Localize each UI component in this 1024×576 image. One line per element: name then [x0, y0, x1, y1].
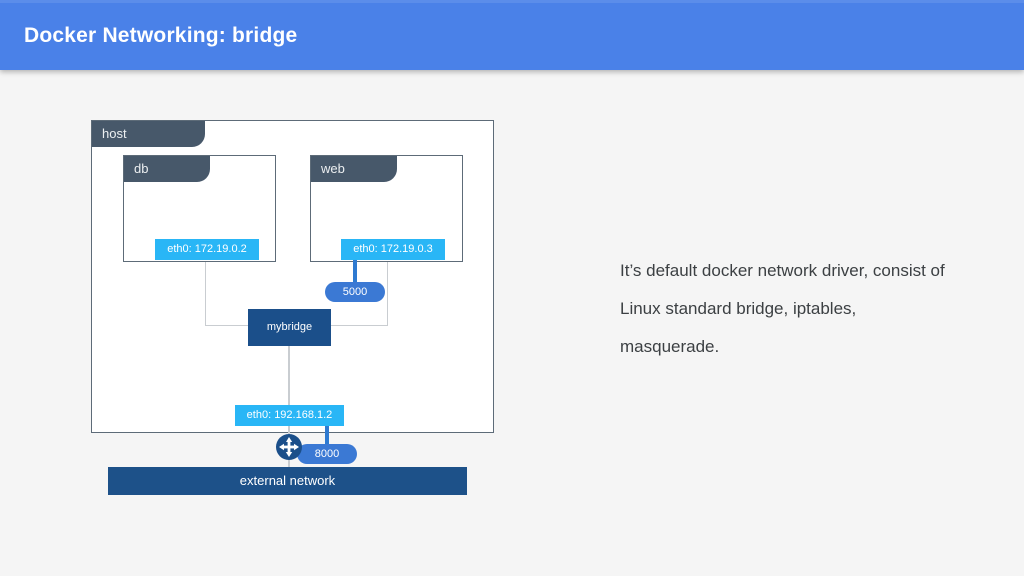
container-label-web: web — [311, 156, 397, 182]
network-diagram: host db web eth0: 172.19.0.2 eth0: 172.1… — [0, 70, 560, 576]
port-badge-8000: 8000 — [297, 444, 357, 464]
wire-port-8000 — [325, 422, 329, 447]
page-title: Docker Networking: bridge — [24, 24, 298, 47]
external-network-bar: external network — [108, 467, 467, 495]
wire-port-5000 — [353, 260, 357, 285]
wire-bridge-to-router — [288, 345, 290, 425]
container-label-db: db — [124, 156, 210, 182]
wire-web-horizontal — [331, 325, 388, 326]
router-arrows-icon — [275, 433, 303, 461]
description-text: It’s default docker network driver, cons… — [620, 261, 945, 356]
interface-chip-db: eth0: 172.19.0.2 — [155, 239, 259, 260]
port-badge-5000: 5000 — [325, 282, 385, 302]
interface-chip-web: eth0: 172.19.0.3 — [341, 239, 445, 260]
interface-chip-host: eth0: 192.168.1.2 — [235, 405, 344, 426]
container-box-web: web — [310, 155, 463, 262]
wire-db-horizontal — [205, 325, 250, 326]
slide-header-bar: Docker Networking: bridge — [0, 0, 1024, 70]
bridge-box: mybridge — [248, 309, 331, 346]
wire-web-vertical — [387, 262, 388, 326]
host-label: host — [92, 121, 205, 147]
wire-db-vertical — [205, 262, 206, 326]
